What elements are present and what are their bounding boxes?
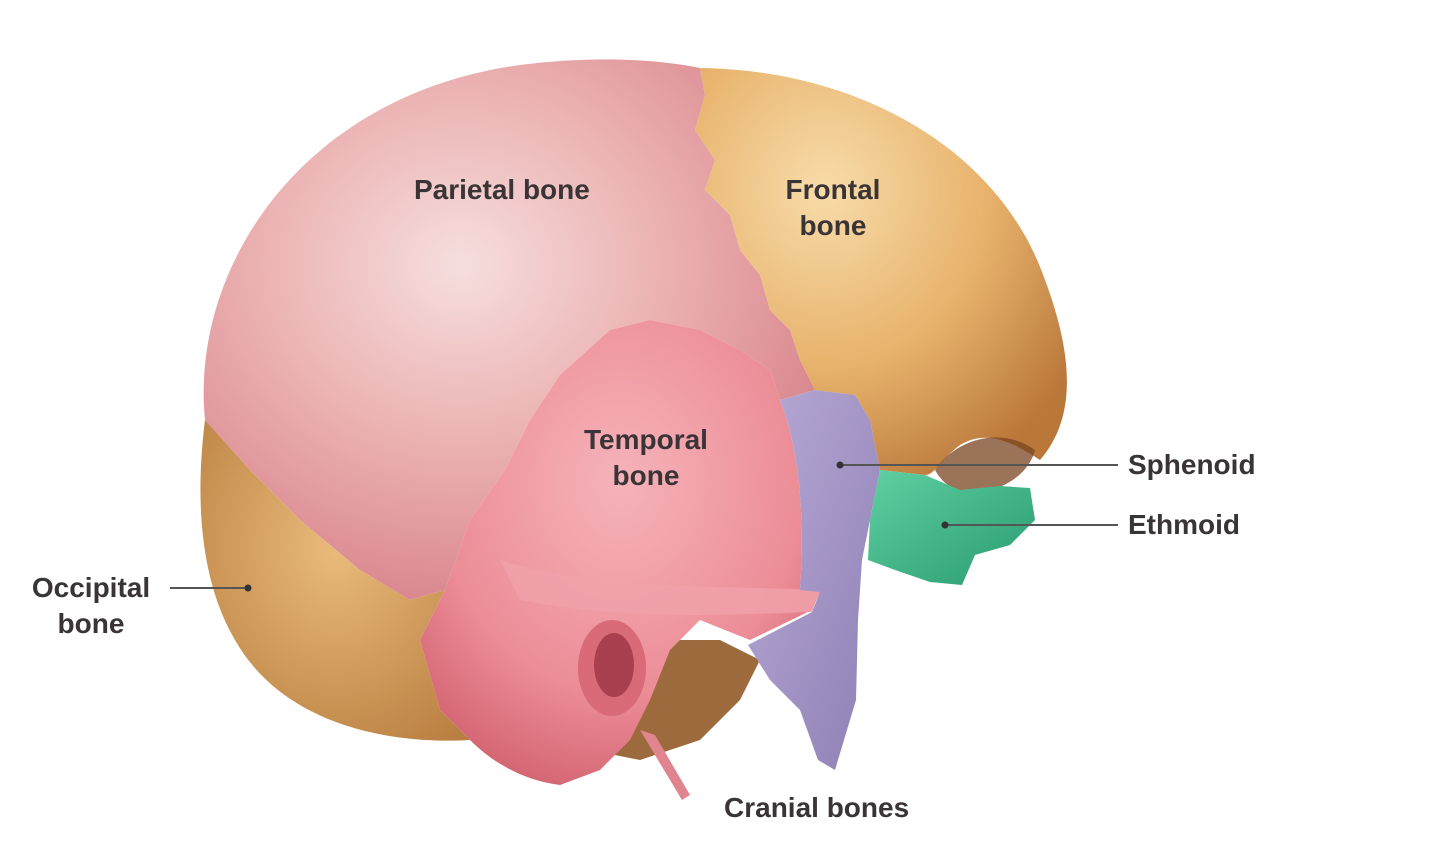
occipital-pointer-dot	[244, 584, 252, 592]
occipital-bone-label: Occipital bone	[16, 570, 166, 642]
parietal-bone-region	[203, 59, 816, 601]
occipital-label-line2: bone	[57, 608, 125, 639]
temporal-label-line2: bone	[612, 460, 680, 491]
frontal-bone-region	[695, 68, 1067, 475]
ethmoid-pointer-dot	[941, 521, 949, 529]
frontal-bone-label: Frontal bone	[762, 172, 904, 244]
ethmoid-label: Ethmoid	[1128, 509, 1240, 540]
occipital-bone-region	[200, 420, 471, 741]
temporal-bone-region	[420, 320, 820, 785]
temporal-label-line1: Temporal	[584, 424, 708, 455]
occipital-label-line1: Occipital	[31, 572, 151, 603]
sphenoid-label: Sphenoid	[1128, 449, 1256, 480]
temporal-bone-label: Temporal bone	[566, 422, 726, 494]
parietal-bone-label: Parietal bone	[414, 174, 590, 205]
leader-lines	[170, 464, 1118, 589]
ethmoid-bone-region	[868, 470, 1035, 585]
diagram-title: Cranial bones	[724, 792, 910, 823]
sphenoid-pointer-dot	[836, 461, 844, 469]
styloid-process	[640, 730, 690, 800]
zygomatic-process	[500, 560, 820, 615]
sphenoid-bone-region	[748, 390, 880, 770]
frontal-label-line2: bone	[799, 210, 867, 241]
ear-canal-opening	[594, 633, 634, 697]
frontal-label-line1: Frontal	[785, 174, 881, 205]
